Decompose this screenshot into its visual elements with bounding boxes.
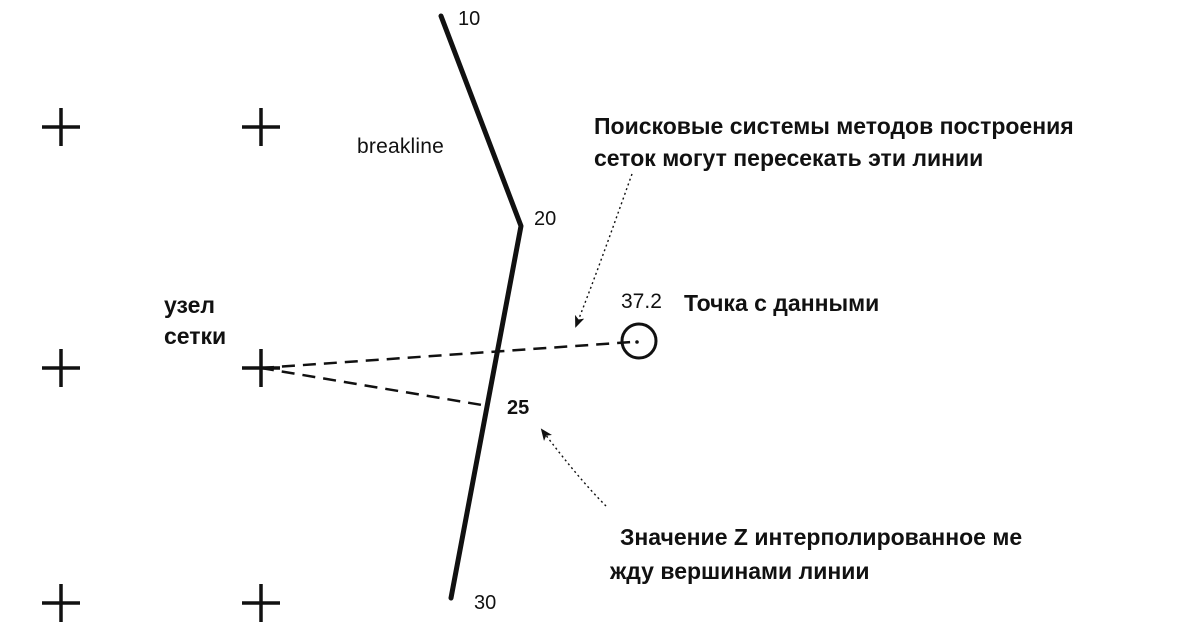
grid-node-r1c1	[42, 108, 80, 146]
grid-node-label-line1: узел	[164, 292, 216, 318]
grid-node-r3c2	[242, 584, 280, 622]
z-note-line2: жду вершинами линии	[610, 558, 870, 584]
search-line-to-breakline	[260, 366, 489, 408]
grid-node-label-line2: сетки	[164, 323, 227, 349]
data-point-value: 37.2	[621, 290, 662, 313]
vertex-label-bend: 20	[534, 208, 557, 230]
grid-node-r1c2	[242, 108, 280, 146]
search-note-line1: Поисковые системы методов построения	[594, 113, 1074, 139]
data-point-circle	[620, 322, 658, 360]
breakline-label: breakline	[357, 135, 445, 158]
data-point-label: Точка с данными	[684, 290, 880, 316]
breakline-polyline	[438, 13, 524, 601]
vertex-label-bottom: 30	[474, 592, 497, 614]
grid-node-r2c1	[42, 349, 80, 387]
data-point-center	[635, 340, 639, 344]
search-note-line2: сеток могут пересекать эти линии	[594, 145, 984, 171]
vertex-label-mid: 25	[507, 397, 530, 419]
z-note-line1: Значение Z интерполированное ме	[620, 524, 1023, 550]
search-line-to-data-point	[260, 340, 633, 370]
grid-node-r3c1	[42, 584, 80, 622]
arrow-z-note	[540, 428, 607, 507]
vertex-label-top: 10	[458, 8, 481, 30]
